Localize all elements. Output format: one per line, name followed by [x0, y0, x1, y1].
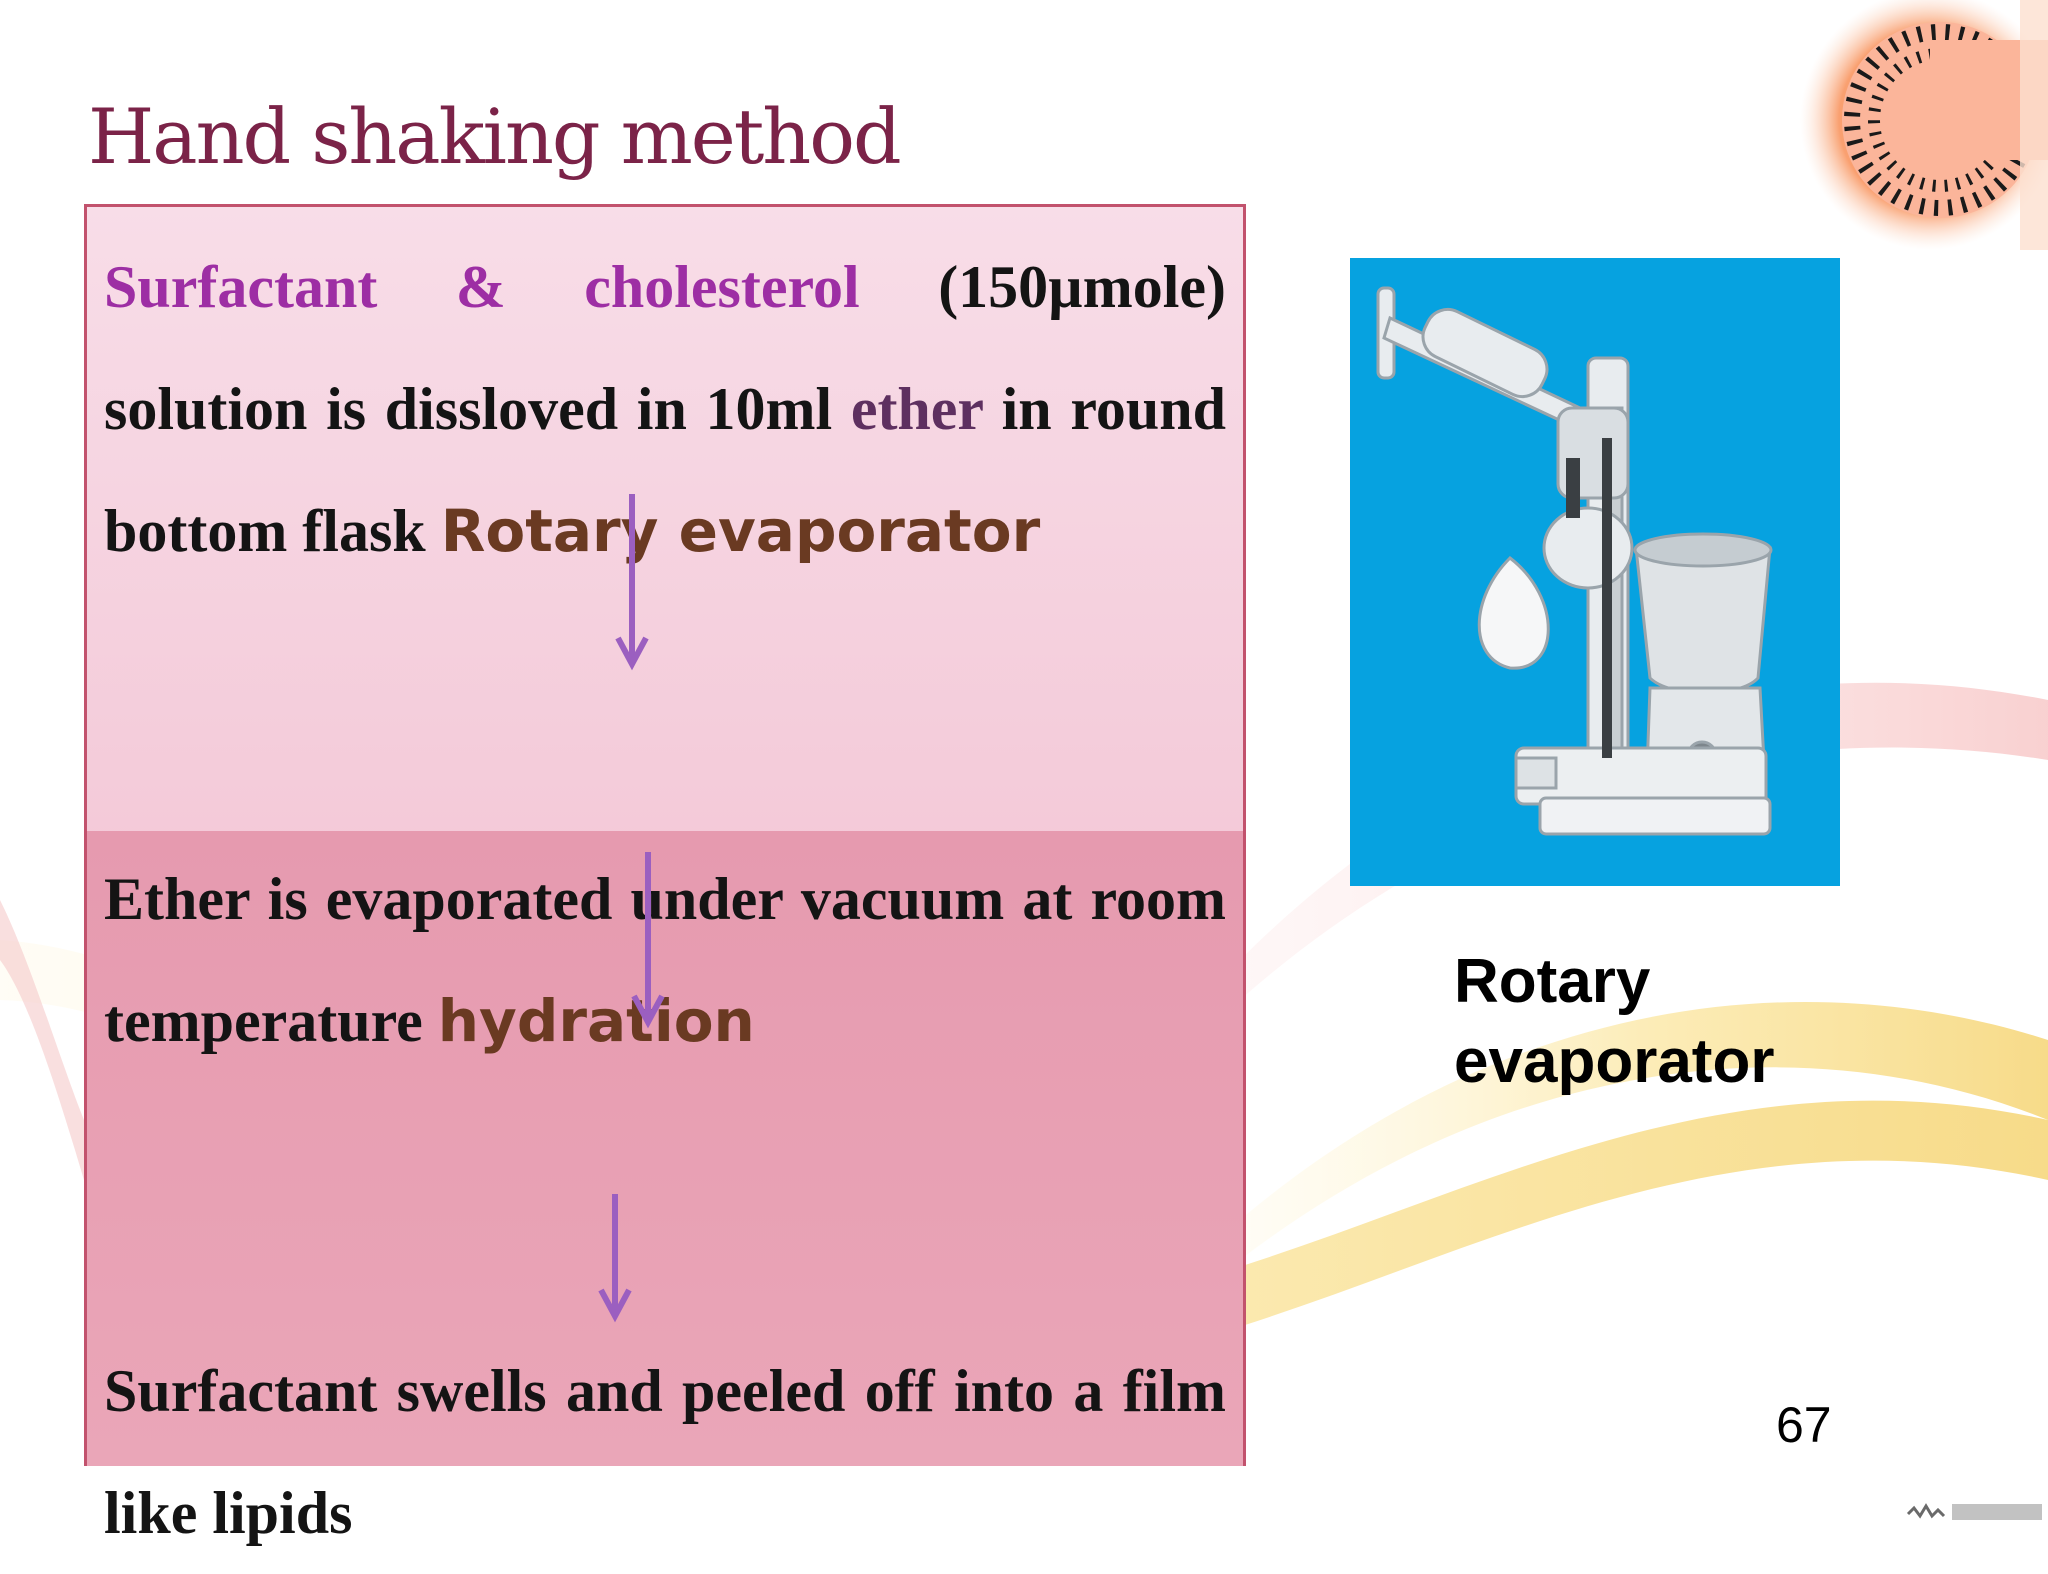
step-2-text: Ether is evaporated under vacuum at room… [104, 838, 1226, 1082]
step-1-highlight-ether: ether [850, 376, 983, 442]
step-2-text-part: Ether is evaporated under vacuum at room… [104, 866, 1226, 1054]
liposome-logo-icon [1800, 0, 2048, 250]
step-2-highlight-hydration: hydration [437, 987, 755, 1055]
slide-title: Hand shaking method [88, 92, 902, 181]
down-arrow-icon [615, 494, 649, 671]
process-panel-lower [87, 831, 1243, 1466]
process-panel [84, 204, 1246, 1466]
rotary-evaporator-image [1350, 258, 1840, 886]
figure-caption-line-1: Rotary [1454, 947, 1651, 1016]
watermark-logo-icon [1906, 1503, 2042, 1520]
step-1-text-part-2: in round bottom flask [104, 376, 1226, 564]
step-3-text-part: Surfactant swells and peeled off into a … [104, 1358, 1226, 1546]
step-3-text: Surfactant swells and peeled off into a … [104, 1330, 1226, 1574]
step-1-highlight-surfactant: Surfactant & cholesterol [104, 254, 860, 320]
step-1-highlight-rotary-evaporator: Rotary evaporator [440, 497, 1041, 565]
step-1-text-part: (150µmole) solution is dissloved in 10ml [104, 254, 1226, 442]
down-arrow-icon [598, 1194, 632, 1323]
page-number: 67 [1776, 1397, 1832, 1453]
step-1-text: Surfactant & cholesterol (150µmole) solu… [104, 226, 1226, 592]
figure-caption-line-2: evaporator [1454, 1027, 1775, 1096]
down-arrow-icon [631, 852, 665, 1029]
figure-caption: Rotary evaporator [1454, 942, 1774, 1102]
